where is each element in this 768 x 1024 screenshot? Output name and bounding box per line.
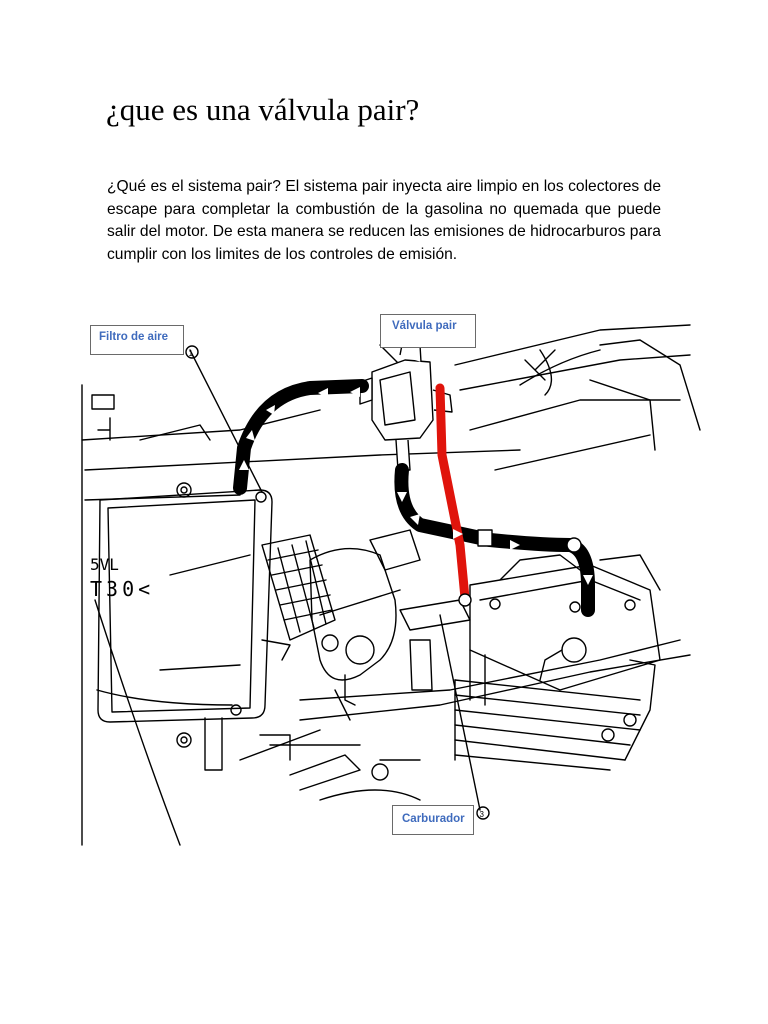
hose-red	[435, 383, 470, 603]
body-paragraph: ¿Qué es el sistema pair? El sistema pair…	[107, 178, 661, 263]
part-number-3: 3	[480, 810, 485, 819]
page-title: ¿que es una válvula pair?	[106, 92, 420, 127]
callout-filtro-de-aire: Filtro de aire	[90, 325, 184, 355]
part-number-1: 1	[189, 349, 194, 358]
flow-arrows	[239, 387, 593, 585]
engine-diagram: 5VL T30< 1 3	[81, 324, 701, 846]
callout-carburador: Carburador	[392, 805, 474, 835]
stamp-line2: T30<	[90, 577, 154, 601]
callout-valvula-pair: Válvula pair	[380, 314, 476, 348]
stamp-line1: 5VL	[90, 555, 119, 574]
hose-filter-to-valve	[233, 379, 369, 495]
hose-valve-to-head	[394, 463, 595, 617]
